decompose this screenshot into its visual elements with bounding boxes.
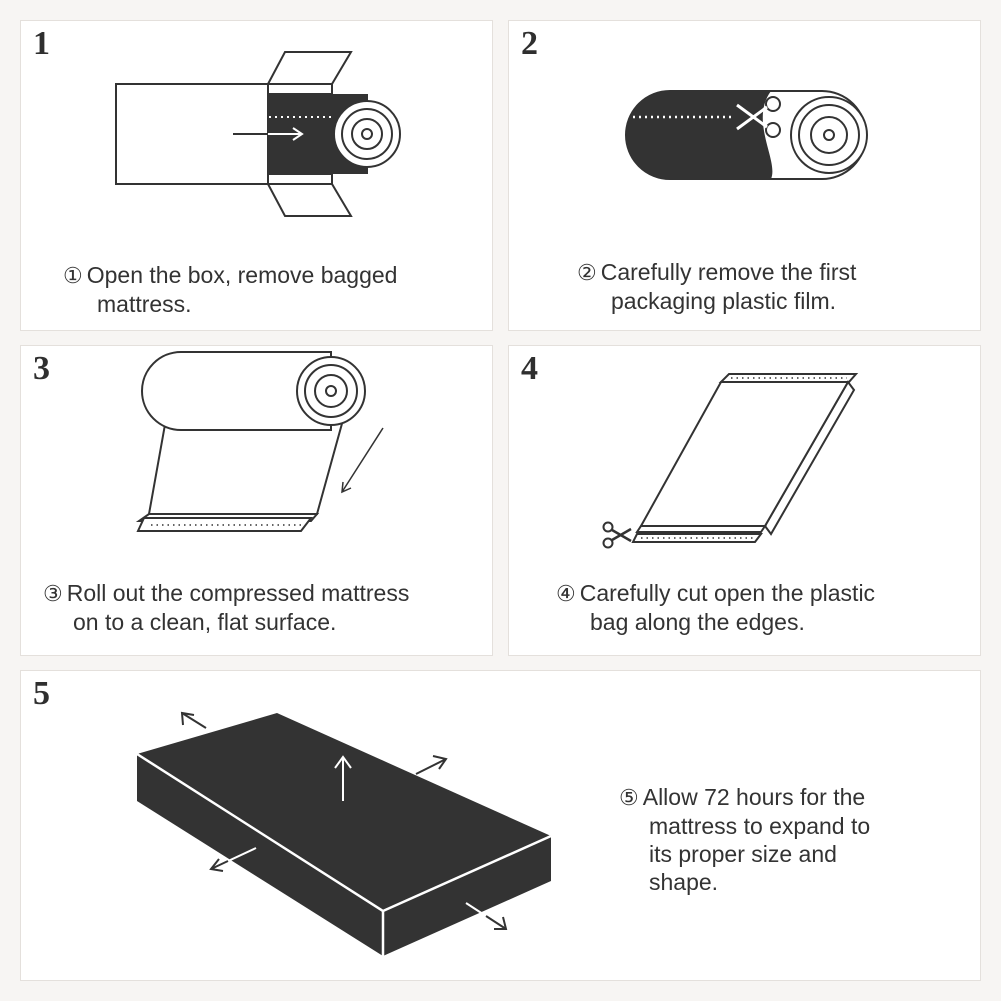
caption-line: mattress. (97, 291, 192, 317)
step-number: 1 (33, 25, 50, 62)
expanding-mattress-block-icon (136, 711, 552, 956)
step-marker: ④ (556, 581, 576, 606)
scissors-icon (736, 96, 781, 138)
caption-line: packaging plastic film. (611, 288, 836, 314)
scissors-icon (602, 521, 632, 549)
caption-line: its proper size and (649, 841, 837, 867)
caption-line: Open the box, remove bagged (86, 262, 398, 288)
mattress-unrolling-icon (135, 351, 384, 532)
box-with-rolled-mattress-sliding-out-icon (115, 51, 401, 217)
step-marker: ② (577, 260, 597, 285)
caption-line: Carefully cut open the plastic (579, 580, 876, 606)
caption-line: on to a clean, flat surface. (73, 609, 337, 635)
caption-line: Roll out the compressed mattress (66, 580, 410, 606)
caption-line: shape. (649, 869, 719, 895)
step-number: 5 (33, 675, 50, 712)
caption-line: mattress to expand to (649, 813, 871, 839)
caption-line: bag along the edges. (590, 609, 805, 635)
step-marker: ⑤ (619, 785, 639, 810)
rolled-mattress-with-scissors-cutting-film-icon (625, 90, 868, 180)
step-number: 2 (521, 25, 538, 62)
step-marker: ① (63, 263, 83, 288)
step-marker: ③ (43, 581, 63, 606)
caption-line: Carefully remove the first (600, 259, 857, 285)
caption-line: Allow 72 hours for the (642, 784, 866, 810)
step-number: 3 (33, 350, 50, 387)
flat-mattress-bag-with-scissors-icon (602, 373, 859, 549)
step-number: 4 (521, 350, 538, 387)
